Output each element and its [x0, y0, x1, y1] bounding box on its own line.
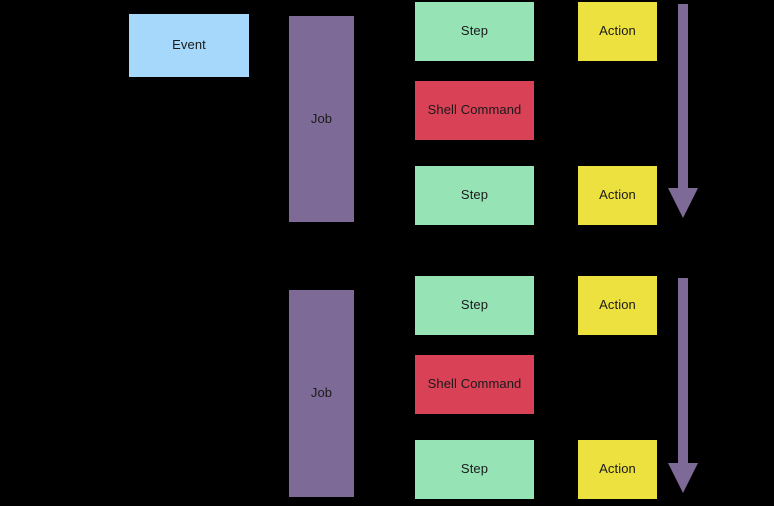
node-action-1[interactable]: Action [578, 2, 657, 61]
node-label: Action [599, 187, 636, 203]
node-label: Action [599, 461, 636, 477]
node-action-3[interactable]: Action [578, 276, 657, 335]
node-step-2[interactable]: Step [415, 166, 534, 225]
down-arrow-icon-1 [668, 4, 698, 218]
node-event-1[interactable]: Event [129, 14, 249, 77]
node-label: Action [599, 23, 636, 39]
node-shell-command-2[interactable]: Shell Command [415, 355, 534, 414]
node-label: Shell Command [427, 102, 522, 118]
node-label: Action [599, 297, 636, 313]
node-step-1[interactable]: Step [415, 2, 534, 61]
node-label: Step [460, 23, 489, 39]
node-job-2[interactable]: Job [289, 290, 354, 497]
node-step-4[interactable]: Step [415, 440, 534, 499]
node-action-2[interactable]: Action [578, 166, 657, 225]
down-arrow-icon-2 [668, 278, 698, 493]
node-shell-command-1[interactable]: Shell Command [415, 81, 534, 140]
node-label: Event [172, 37, 206, 53]
node-label: Step [460, 187, 489, 203]
node-label: Job [310, 385, 333, 401]
node-job-1[interactable]: Job [289, 16, 354, 222]
node-label: Step [460, 461, 489, 477]
node-step-3[interactable]: Step [415, 276, 534, 335]
node-label: Shell Command [427, 376, 522, 392]
node-label: Job [310, 110, 333, 126]
node-action-4[interactable]: Action [578, 440, 657, 499]
node-label: Step [460, 297, 489, 313]
